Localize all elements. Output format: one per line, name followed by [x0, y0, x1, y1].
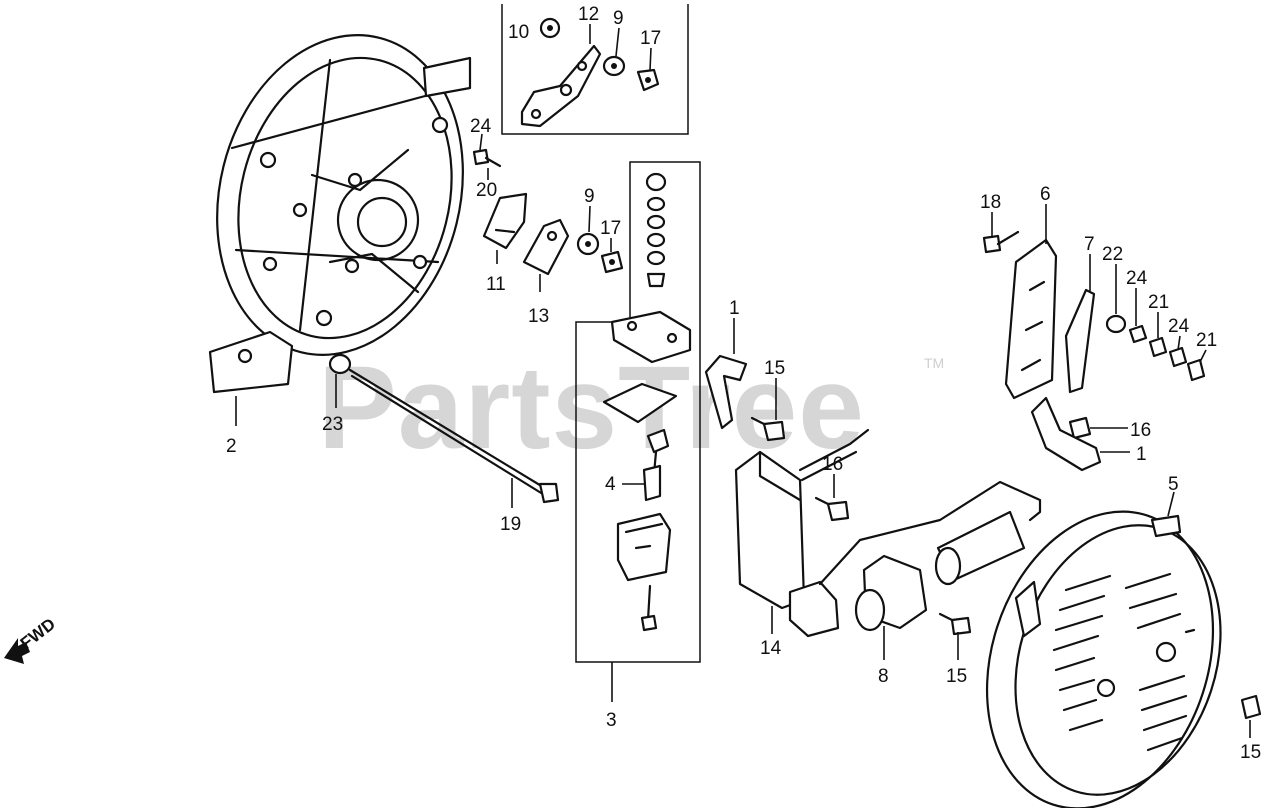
callout-22: 22 — [1102, 244, 1123, 265]
bracket-part-6 — [1004, 238, 1058, 400]
callout-2: 2 — [226, 436, 237, 457]
callout-11: 11 — [486, 274, 506, 295]
capacitor-part-8 — [818, 480, 1042, 632]
nut-part-21-upper — [1148, 336, 1168, 358]
callout-4: 4 — [605, 474, 616, 495]
bolt-part-19-washer-23 — [328, 353, 560, 504]
callout-21-right-upper: 21 — [1148, 292, 1169, 313]
clamp-part-1-right — [1030, 396, 1102, 472]
front-housing-part — [208, 34, 472, 394]
plate-part-11 — [482, 192, 528, 250]
washer-part-10 — [539, 17, 561, 39]
callout-1-center: 1 — [729, 298, 740, 319]
callout-18: 18 — [980, 192, 1001, 213]
callout-3: 3 — [606, 710, 617, 731]
bolt-part-15-right — [1240, 694, 1262, 720]
washer-part-22 — [1105, 314, 1127, 334]
inset-box-top — [501, 4, 689, 135]
rear-cover-part-5 — [985, 510, 1222, 808]
callout-9-mid: 9 — [584, 186, 595, 207]
callout-15-right: 15 — [1240, 742, 1261, 763]
callout-14: 14 — [760, 638, 782, 659]
fwd-label: FWD — [17, 614, 59, 653]
callout-16-center: 16 — [822, 454, 843, 475]
callout-23: 23 — [322, 414, 343, 435]
bolt-part-17-top — [636, 68, 660, 92]
callout-1-right: 1 — [1136, 444, 1147, 465]
nut-part-21-lower — [1186, 358, 1206, 382]
callout-17-mid: 17 — [600, 218, 621, 239]
clamp-part-1-center — [704, 354, 748, 430]
nut-part-24-lower — [1168, 346, 1188, 368]
callout-15-lower: 15 — [946, 666, 967, 687]
callout-24-right-upper: 24 — [1126, 268, 1148, 289]
nut-part-24-upper — [1128, 324, 1148, 344]
callout-9-top: 9 — [613, 8, 624, 29]
callout-24-right-lower: 24 — [1168, 316, 1190, 337]
callout-24-left: 24 — [470, 116, 492, 137]
washer-part-9-mid — [576, 232, 600, 256]
bolt-part-15-lower — [938, 612, 972, 636]
bolt-part-16-center — [814, 496, 850, 522]
callout-10: 10 — [508, 22, 529, 43]
fwd-arrow-icon: FWD — [4, 614, 59, 664]
washer-part-9-top — [602, 55, 626, 77]
stack-parts-part-3 — [602, 172, 692, 632]
callout-19: 19 — [500, 514, 521, 535]
control-unit-part-14 — [734, 428, 870, 638]
leader-lines — [235, 24, 1251, 738]
watermark-text: PartsTree — [318, 342, 865, 474]
callout-13: 13 — [528, 306, 549, 327]
callout-17-top: 17 — [640, 28, 661, 49]
bracket-part-13 — [522, 218, 570, 276]
bracket-part-12 — [520, 44, 602, 128]
callout-20: 20 — [476, 180, 497, 201]
callout-12: 12 — [578, 4, 599, 25]
callout-21-right-lower: 21 — [1196, 330, 1217, 351]
callout-8: 8 — [878, 666, 889, 687]
screw-part-24-20 — [472, 148, 502, 168]
bolt-part-17-mid — [600, 250, 624, 274]
callout-6: 6 — [1040, 184, 1051, 205]
callout-15-center: 15 — [764, 358, 785, 379]
plate-part-7 — [1064, 288, 1096, 394]
watermark-trademark: TM — [924, 355, 944, 371]
callout-16-right: 16 — [1130, 420, 1151, 441]
callout-labels: 10 12 9 17 24 20 9 17 11 13 2 23 19 3 4 … — [226, 4, 1261, 763]
bolt-part-16-right — [1068, 416, 1092, 440]
callout-7: 7 — [1084, 234, 1095, 255]
screw-part-18 — [982, 230, 1020, 254]
callout-5: 5 — [1168, 474, 1179, 495]
bolt-part-15-center — [750, 416, 786, 442]
